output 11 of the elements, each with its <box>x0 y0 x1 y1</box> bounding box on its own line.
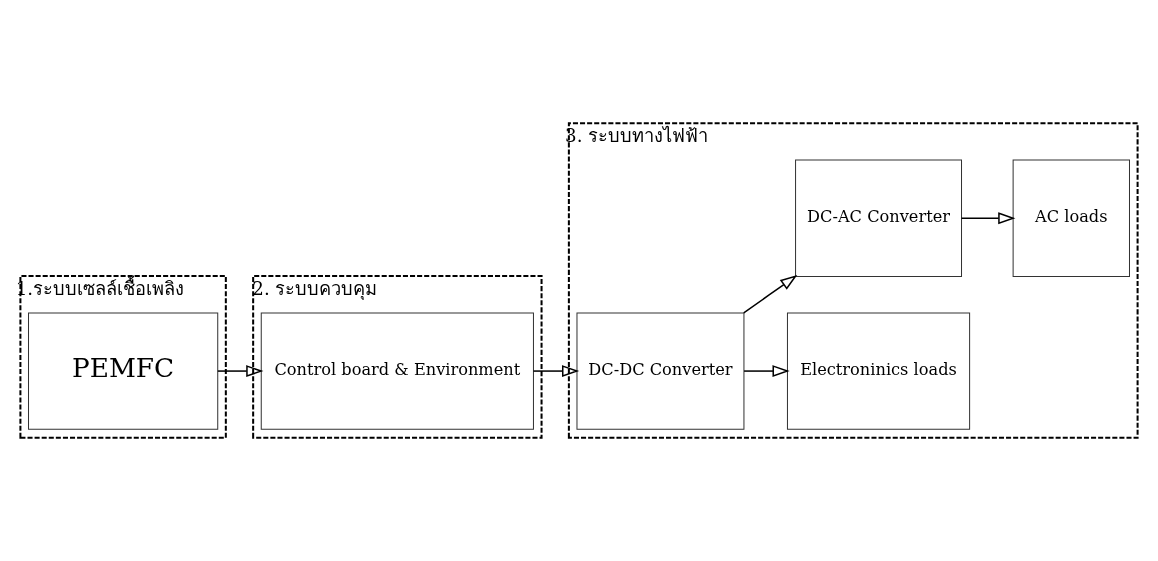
arrow <box>960 212 1016 225</box>
node-box: DC-AC Converter <box>795 159 962 277</box>
arrow <box>743 365 790 378</box>
node-box: DC-DC Converter <box>576 312 745 430</box>
node-box: Electroninics loads <box>786 312 971 430</box>
arrow <box>532 365 580 378</box>
arrow <box>217 365 264 378</box>
node-box: Control board & Environment <box>260 312 534 430</box>
arrow <box>743 275 798 314</box>
node-box: PEMFC <box>28 312 219 430</box>
node-box: AC loads <box>1012 159 1130 277</box>
